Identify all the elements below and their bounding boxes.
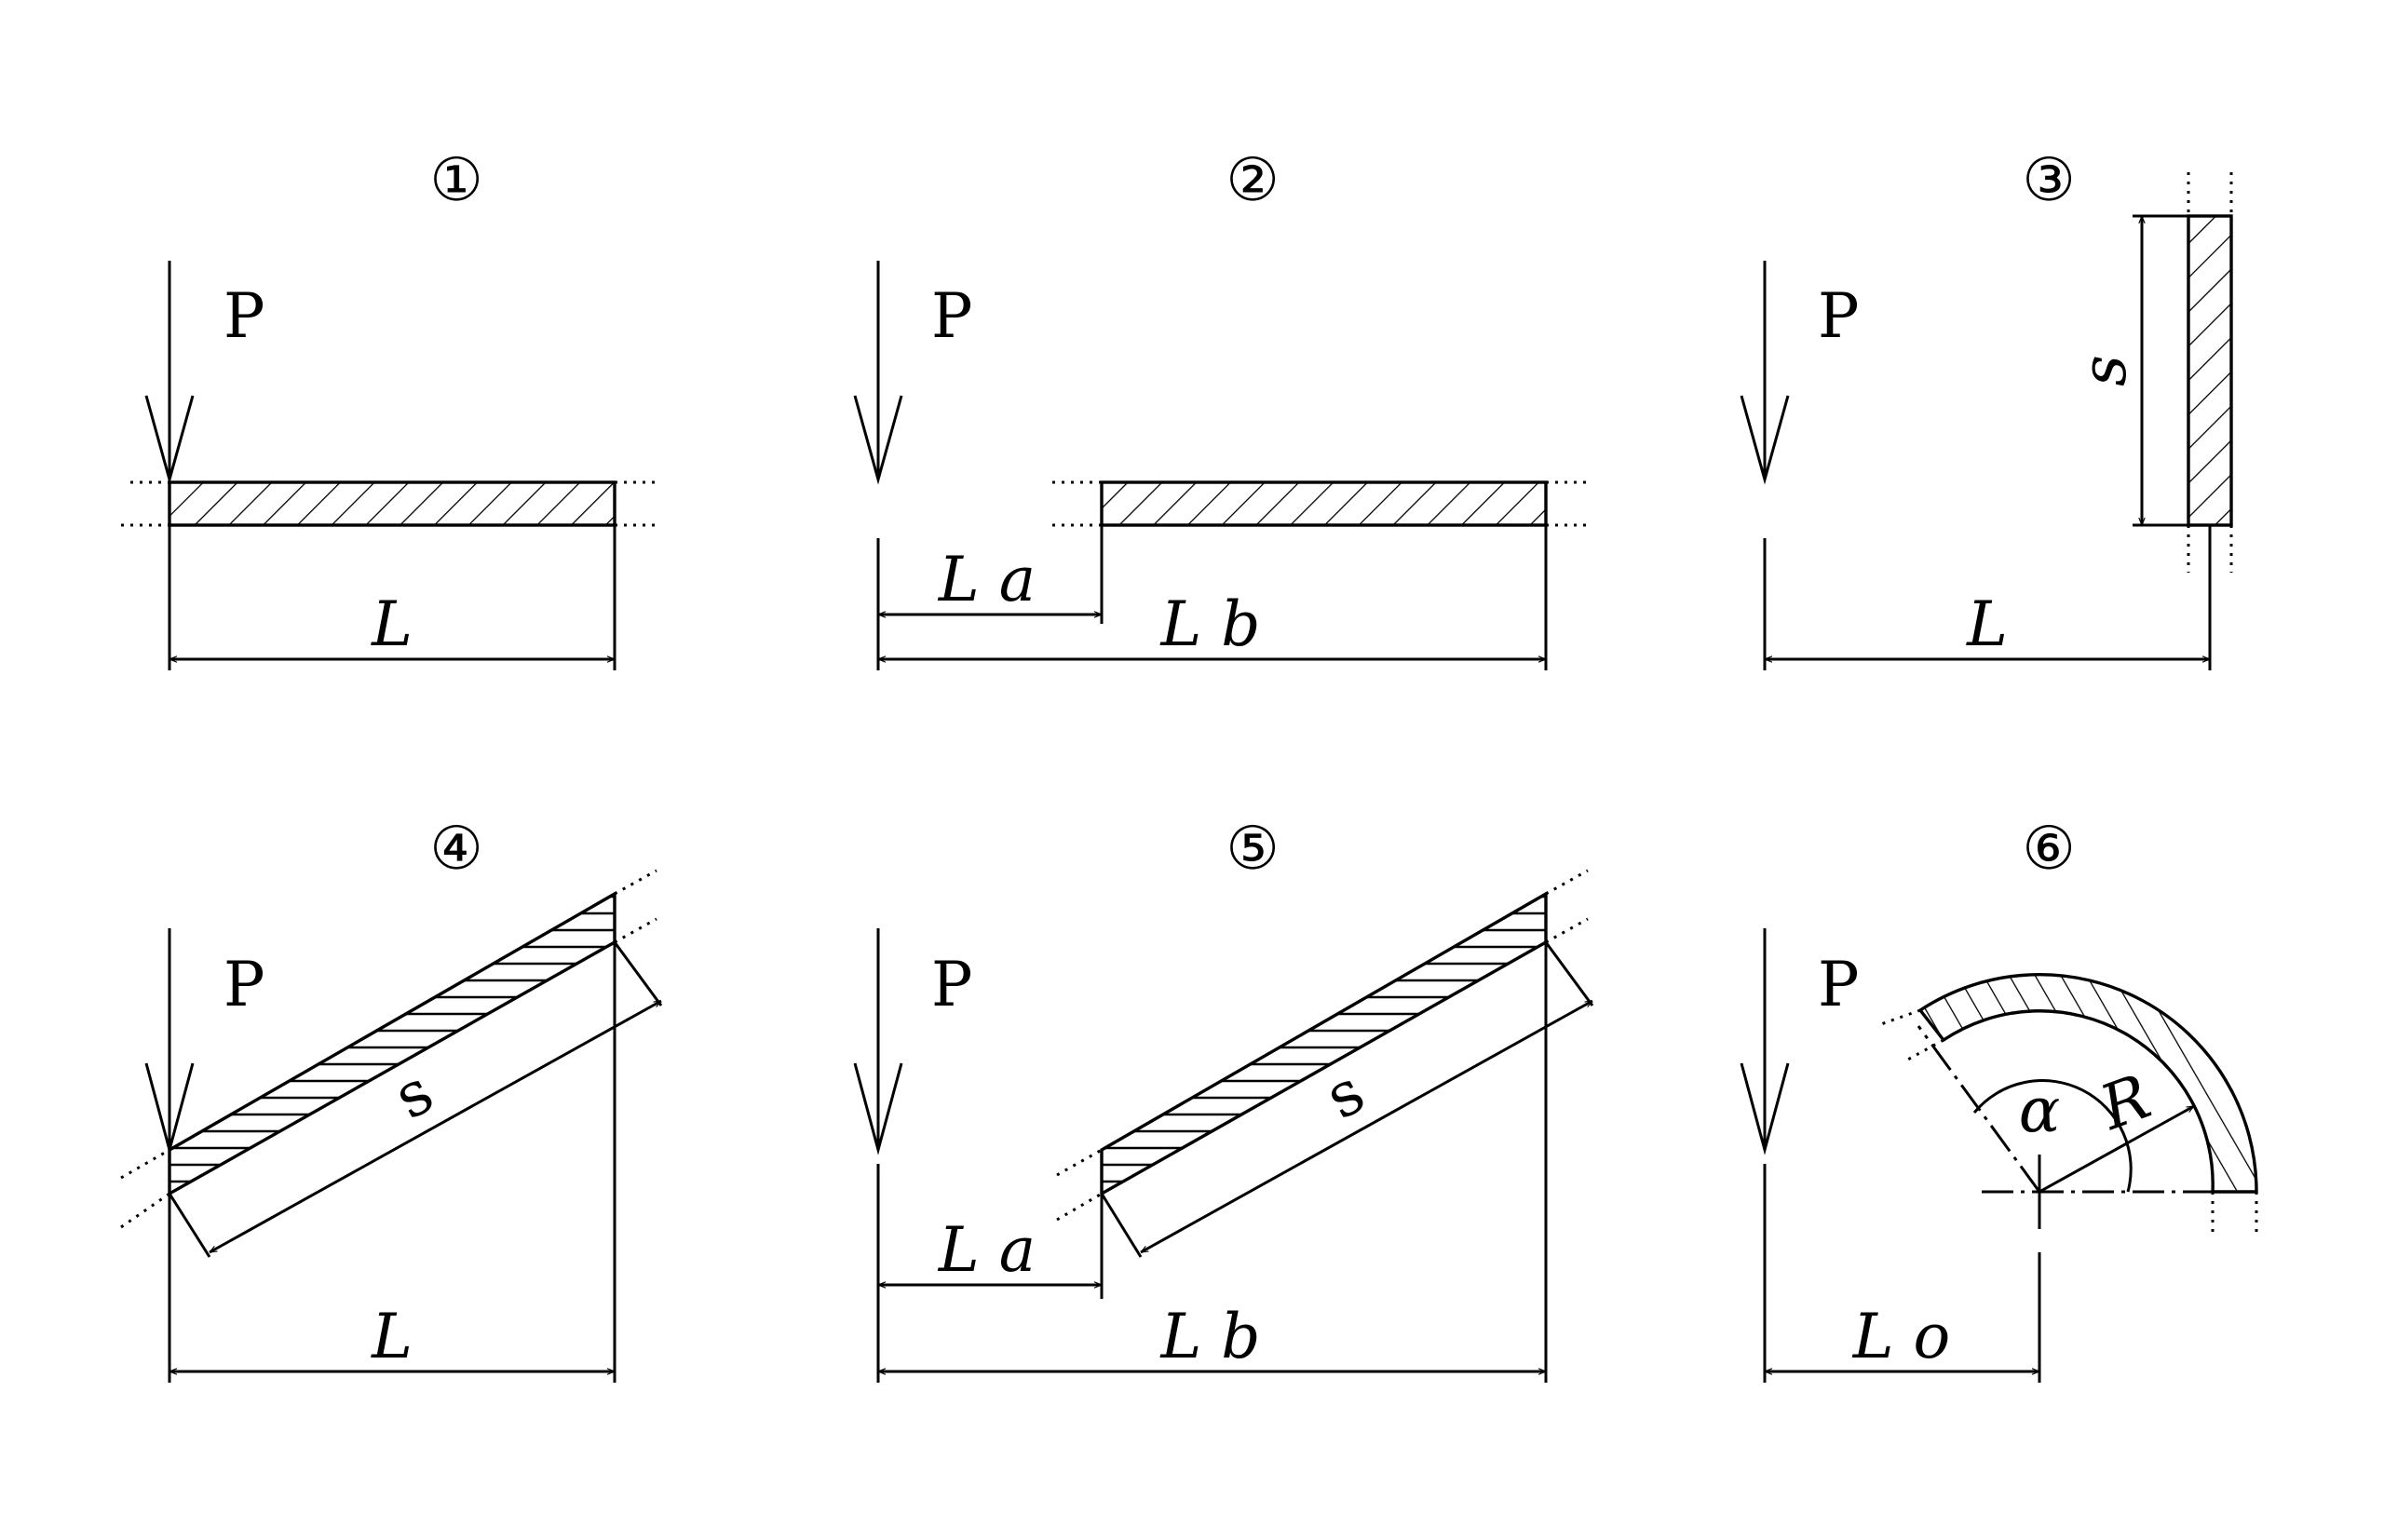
panel-number: ②	[1226, 146, 1279, 215]
weld-bar	[121, 480, 657, 527]
panel-1: ① P L	[121, 146, 657, 670]
force-arrow-icon	[1740, 261, 1790, 485]
angle-label-alpha: α	[2019, 1074, 2061, 1146]
dimension-label-l: L	[371, 1301, 413, 1372]
panel-number: ④	[429, 815, 482, 884]
dimension-label-lo: L o	[1852, 1301, 1951, 1372]
panel-4: ④ P s L	[120, 815, 661, 1383]
dimension-label-l: L	[1966, 588, 2008, 660]
panel-6: ⑥ P α R L o	[1740, 815, 2258, 1383]
force-label: P	[931, 280, 972, 352]
panel-number: ⑥	[2022, 815, 2075, 884]
panel-number: ①	[429, 146, 482, 215]
dimension-label-la: L a	[938, 1214, 1036, 1286]
force-label: P	[224, 280, 264, 352]
dimension-label-lb: L b	[1159, 588, 1260, 660]
dimension-line-s	[1141, 999, 1592, 1254]
force-label: P	[224, 949, 264, 1020]
force-arrow-icon	[144, 928, 195, 1155]
weld-bar-inclined	[1056, 869, 1589, 1222]
weld-arc	[1880, 973, 2258, 1234]
force-arrow-icon	[853, 928, 903, 1155]
dimension-label-s: s	[2068, 355, 2140, 386]
dimension-label-lb: L b	[1159, 1301, 1260, 1372]
dimension-label-s: s	[383, 1055, 445, 1133]
dimension-line-s	[210, 999, 661, 1254]
force-arrow-icon	[853, 261, 903, 485]
force-arrow-icon	[144, 261, 195, 485]
force-label: P	[1818, 949, 1859, 1020]
panel-number: ③	[2022, 146, 2075, 215]
panel-3: ③ P s L	[1740, 146, 2233, 670]
dimension-label-l: L	[371, 588, 413, 660]
radius-label: R	[2091, 1060, 2160, 1144]
panel-2: ② P L a L b	[853, 146, 1588, 670]
dimension-label-s: s	[1314, 1055, 1376, 1133]
panel-5: ⑤ P s L a L b	[853, 815, 1592, 1383]
weld-bar-vertical	[2187, 172, 2233, 573]
weld-bar	[1052, 480, 1588, 527]
radius-line	[2039, 1104, 2194, 1194]
force-label: P	[1818, 280, 1859, 352]
angle-arc	[1972, 1079, 2133, 1193]
force-label: P	[931, 949, 972, 1020]
panel-number: ⑤	[1226, 815, 1279, 884]
dimension-label-la: L a	[938, 544, 1036, 615]
force-arrow-icon	[1740, 928, 1790, 1155]
